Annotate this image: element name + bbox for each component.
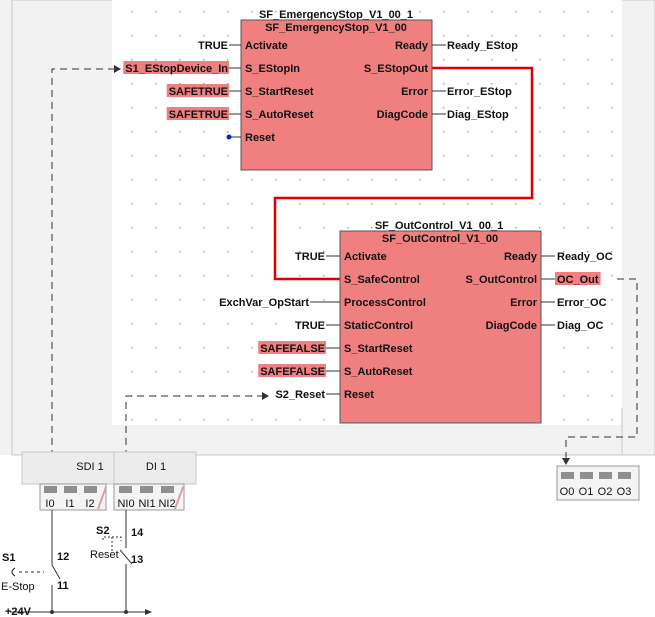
di-pin-ni1[interactable]: NI1	[138, 498, 155, 510]
sdi-module-label: SDI 1	[76, 461, 104, 473]
emergency-stop-block[interactable]	[240, 19, 433, 171]
safety-signal-wire	[273, 66, 534, 281]
block1-type: SF_EmergencyStop_V1_00	[265, 22, 407, 34]
block2-in-value-0[interactable]: TRUE	[295, 251, 325, 263]
block2-in-s_autoreset: S_AutoReset	[344, 366, 413, 378]
s2-terminal-14: 14	[131, 527, 144, 539]
sdi-pin-i2[interactable]: I2	[85, 498, 94, 510]
field-wiring	[10, 510, 150, 613]
block2-out-value-1[interactable]: OC_Out	[557, 274, 599, 286]
block2-in-staticcontrol: StaticControl	[344, 320, 413, 332]
block2-instance: SF_OutControl_V1_00_1	[375, 220, 503, 232]
sdi-pin-i1[interactable]: I1	[65, 498, 74, 510]
block2-out-diagcode: DiagCode	[486, 320, 537, 332]
block2-in-value-2[interactable]: ExchVar_OpStart	[219, 297, 309, 309]
sdi-pin-i0[interactable]: I0	[45, 498, 54, 510]
block2-out-value-2[interactable]: Error_OC	[557, 297, 607, 309]
out-pin-o2[interactable]: O2	[598, 486, 613, 498]
block1-in-activate: Activate	[245, 40, 288, 52]
block1-in-value-2[interactable]: SAFETRUE	[169, 86, 228, 98]
block1-out-ready: Ready	[395, 40, 429, 52]
estop-dashed-link	[51, 68, 114, 505]
block1-in-value-1[interactable]: S1_EStopDevice_In	[125, 63, 228, 75]
s2-terminal-13: 13	[131, 554, 143, 566]
out-pin-o1[interactable]: O1	[579, 486, 594, 498]
supply-label: +24V	[5, 606, 32, 617]
s1-label: S1	[2, 552, 15, 564]
block2-type: SF_OutControl_V1_00	[382, 233, 498, 245]
di-module[interactable]: DI 1 NI0 NI1 NI2	[113, 451, 197, 511]
block1-in-value-0[interactable]: TRUE	[198, 40, 228, 52]
di-pin-ni2[interactable]: NI2	[158, 498, 175, 510]
unconnected-pin-icon[interactable]	[226, 134, 232, 140]
block2-out-value-0[interactable]: Ready_OC	[557, 251, 613, 263]
s1-terminal-11: 11	[57, 580, 69, 592]
block1-in-value-3[interactable]: SAFETRUE	[169, 109, 228, 121]
block1-out-value-0[interactable]: Ready_EStop	[447, 40, 518, 52]
di-pin-ni0[interactable]: NI0	[117, 498, 134, 510]
output-module[interactable]: O0 O1 O2 O3	[556, 465, 640, 501]
block2-in-value-3[interactable]: TRUE	[295, 320, 325, 332]
out-pin-o0[interactable]: O0	[560, 486, 575, 498]
block1-instance: SF_EmergencyStop_V1_00_1	[259, 9, 413, 21]
block2-in-value-6[interactable]: S2_Reset	[275, 389, 325, 401]
block2-out-error: Error	[510, 297, 538, 309]
block1-out-value-2[interactable]: Error_EStop	[447, 86, 512, 98]
block1-out-value-3[interactable]: Diag_EStop	[447, 109, 509, 121]
di-module-label: DI 1	[146, 461, 166, 473]
block2-out-ready: Ready	[504, 251, 538, 263]
s2-label: S2	[96, 525, 109, 537]
block2-in-activate: Activate	[344, 251, 387, 263]
sdi-module[interactable]: SDI 1 I0 I1 I2	[21, 451, 115, 511]
s1-terminal-12: 12	[57, 551, 69, 563]
s1-desc: E-Stop	[1, 581, 35, 593]
block2-in-reset: Reset	[344, 389, 374, 401]
output-dashed-link	[565, 278, 638, 458]
block2-in-value-5[interactable]: SAFEFALSE	[260, 366, 325, 378]
block2-in-s_startreset: S_StartReset	[344, 343, 413, 355]
out-pin-o3[interactable]: O3	[617, 486, 632, 498]
block1-in-reset: Reset	[245, 132, 275, 144]
s2-desc: Reset	[90, 549, 119, 561]
out-control-block[interactable]	[339, 230, 542, 424]
block2-out-value-3[interactable]: Diag_OC	[557, 320, 604, 332]
block1-in-s_estopin: S_EStopIn	[245, 63, 300, 75]
block1-in-s_autoreset: S_AutoReset	[245, 109, 314, 121]
block1-in-s_startreset: S_StartReset	[245, 86, 314, 98]
block1-out-s_estopout: S_EStopOut	[364, 63, 429, 75]
block1-out-diagcode: DiagCode	[377, 109, 428, 121]
sdi-lock-tab-icon	[97, 486, 107, 510]
block2-out-s_outcontrol: S_OutControl	[466, 274, 538, 286]
block2-in-value-4[interactable]: SAFEFALSE	[260, 343, 325, 355]
block1-out-error: Error	[401, 86, 429, 98]
di-lock-tab-icon	[174, 486, 184, 510]
block2-in-s_safecontrol: S_SafeControl	[344, 274, 420, 286]
block2-in-processcontrol: ProcessControl	[344, 297, 426, 309]
